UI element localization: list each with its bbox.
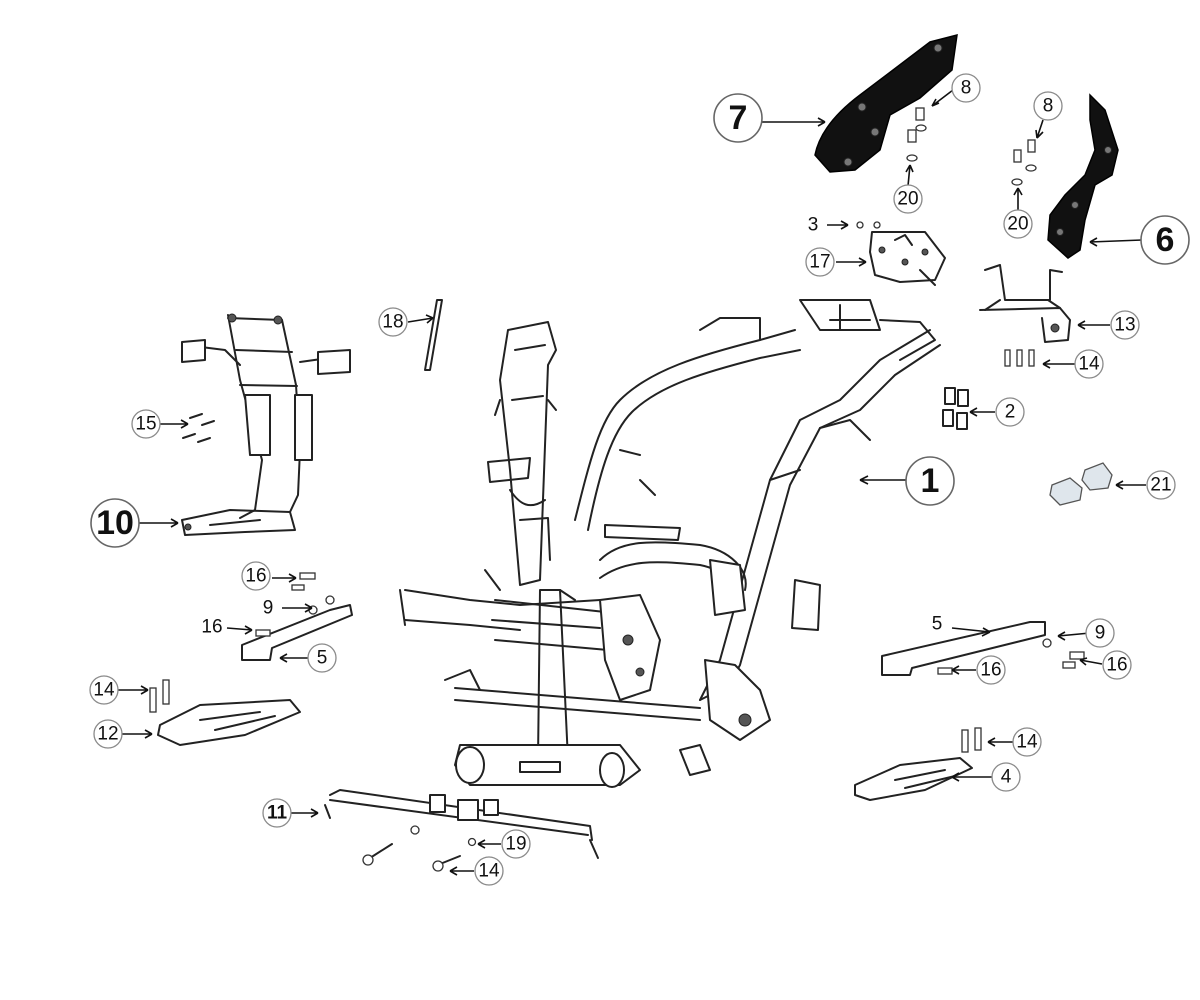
svg-text:9: 9 [263,598,274,619]
callout-20-right: 20 [1003,209,1033,239]
callout-16-right: 16 [1102,650,1132,680]
svg-text:4: 4 [1001,767,1012,788]
callout-5-left: 5 [307,643,337,673]
svg-text:12: 12 [97,724,118,745]
svg-text:7: 7 [729,99,748,137]
leader-lines [118,89,1146,876]
svg-text:21: 21 [1150,475,1171,496]
svg-text:14: 14 [1078,354,1100,375]
svg-text:19: 19 [505,834,526,855]
callout-20-left: 20 [893,184,923,214]
callout-12: 12 [93,719,123,749]
main-frame [399,299,941,788]
svg-text:20: 20 [1007,214,1028,235]
svg-text:20: 20 [897,189,918,210]
callout-11: 11 [262,798,292,828]
svg-text:17: 17 [809,252,830,273]
callout-14-bottom: 14 [474,856,504,886]
callout-4: 4 [991,762,1021,792]
svg-text:15: 15 [135,414,156,435]
svg-text:8: 8 [1043,96,1054,117]
callout-10: 10 [90,498,140,548]
callout-8-right: 8 [1033,91,1063,121]
svg-text:14: 14 [1016,732,1038,753]
svg-text:14: 14 [93,680,115,701]
callouts: 1 2 3 4 5 5 6 7 8 8 9 9 10 11 12 13 14 1… [89,73,1190,886]
svg-text:11: 11 [267,803,288,824]
callout-2: 2 [995,397,1025,427]
callout-14-right: 14 [1012,727,1042,757]
svg-text:18: 18 [382,312,403,333]
svg-text:5: 5 [317,648,328,669]
callout-16-left-mid: 16 [201,617,222,638]
callout-1: 1 [905,456,955,506]
side-cover-7 [814,33,958,173]
callout-6: 6 [1140,215,1190,265]
callout-21: 21 [1146,470,1176,500]
callout-9-left: 9 [263,598,274,619]
callout-9-right: 9 [1085,618,1115,648]
svg-text:3: 3 [808,215,819,236]
callout-5-right: 5 [932,614,943,635]
callout-16-left-top: 16 [241,561,271,591]
callout-7: 7 [713,93,763,143]
svg-text:16: 16 [245,566,266,587]
callout-14-left: 14 [89,675,119,705]
svg-text:16: 16 [980,660,1001,681]
svg-text:10: 10 [96,504,134,542]
svg-text:16: 16 [1106,655,1127,676]
svg-text:1: 1 [921,462,940,500]
callout-14-top-right: 14 [1074,349,1104,379]
callout-8-left: 8 [951,73,981,103]
callout-13: 13 [1110,310,1140,340]
svg-text:16: 16 [201,617,222,638]
bolts-and-washers [149,107,1113,872]
callout-19: 19 [501,829,531,859]
side-cover-6 [1047,93,1119,259]
callout-15: 15 [131,409,161,439]
svg-text:9: 9 [1095,623,1106,644]
callout-3: 3 [808,215,819,236]
svg-text:8: 8 [961,78,972,99]
svg-text:14: 14 [478,861,500,882]
svg-text:6: 6 [1156,221,1175,259]
callout-16-right-mid: 16 [976,655,1006,685]
svg-text:5: 5 [932,614,943,635]
svg-text:13: 13 [1114,315,1135,336]
callout-17: 17 [805,247,835,277]
svg-text:2: 2 [1005,402,1016,423]
callout-18: 18 [378,307,408,337]
front-bracket-10 [181,313,351,536]
